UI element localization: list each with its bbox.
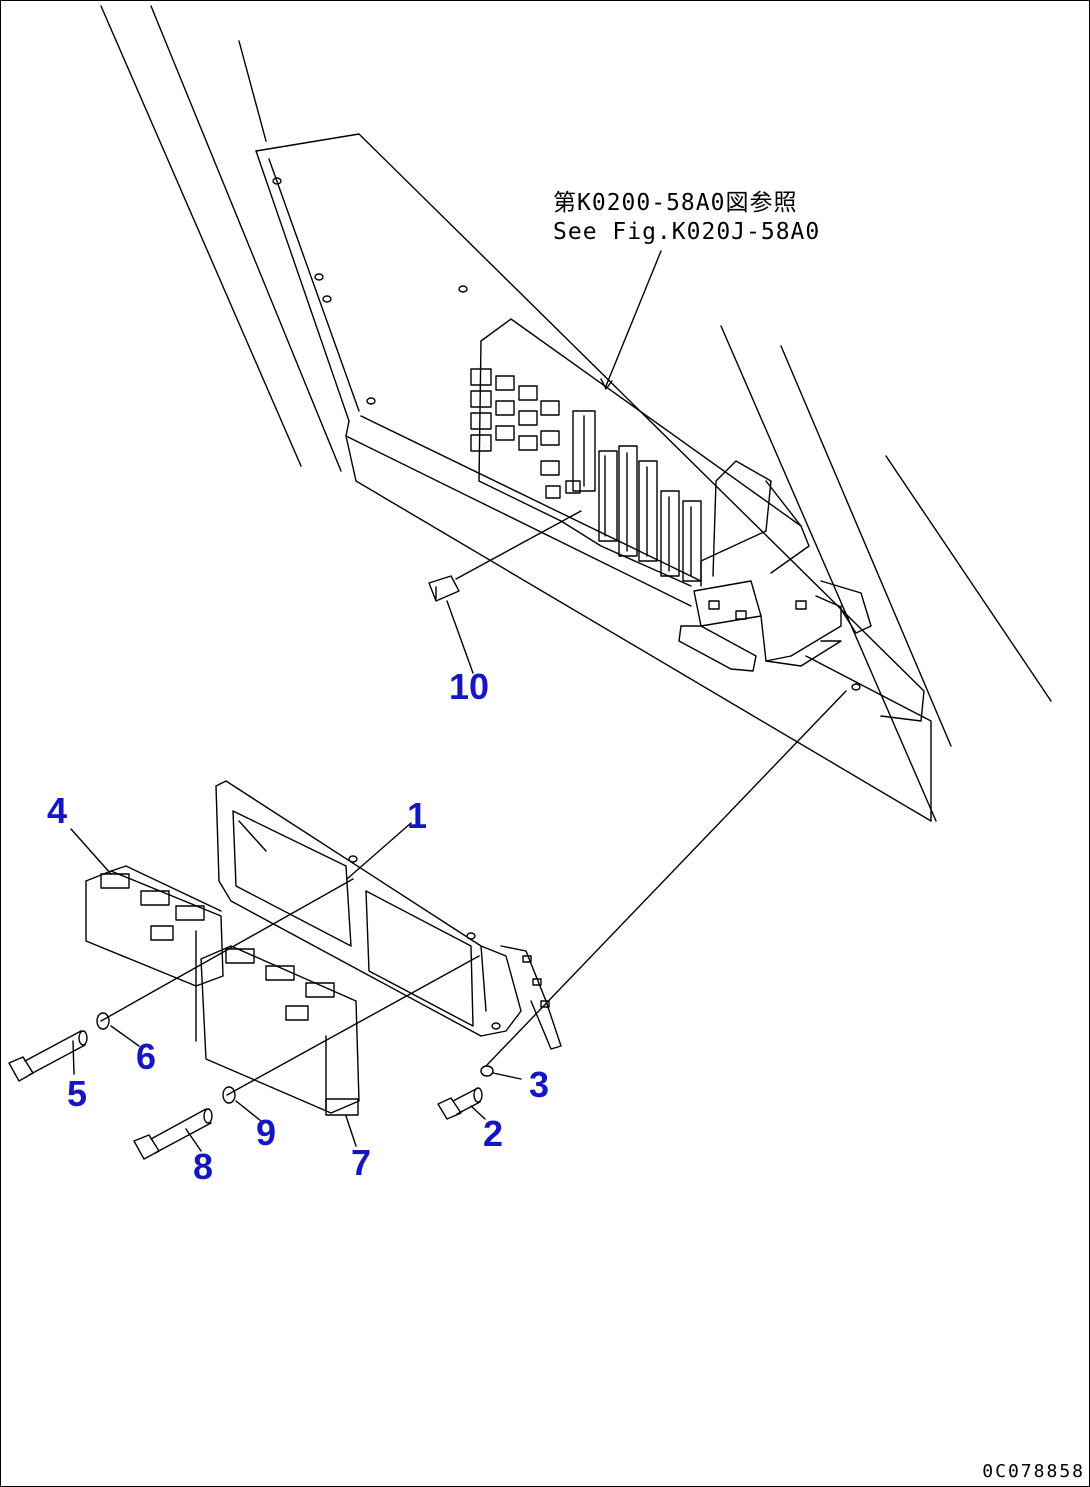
exploded-leader-lines (100, 690, 847, 1096)
callout-leaders (70, 828, 522, 1152)
drawing-id: 0C078858 (982, 1461, 1085, 1482)
callout-5: 5 (67, 1073, 88, 1114)
mounting-frame-part-1 (215, 780, 562, 1050)
callout-2: 2 (483, 1113, 504, 1154)
washer-part-3 (480, 1065, 494, 1077)
bolt-part-2 (437, 1087, 483, 1120)
callout-3: 3 (529, 1064, 550, 1105)
washer-part-9 (222, 1086, 236, 1104)
side-bracket (678, 580, 872, 672)
callout-1: 1 (407, 795, 428, 836)
rear-panel (255, 133, 932, 822)
callout-4: 4 (47, 790, 68, 831)
callout-10: 10 (449, 666, 490, 707)
bolt-part-8 (133, 1108, 213, 1160)
cab-frame-lines (100, 5, 1052, 822)
controller-part-4 (85, 865, 224, 1042)
callout-9: 9 (256, 1112, 277, 1153)
reference-note: 第K0200-58A0図参照 See Fig.K020J-58A0 (553, 189, 820, 247)
controller-part-7 (200, 945, 360, 1116)
connector-part-10 (428, 510, 582, 674)
washer-part-6 (96, 1012, 110, 1030)
callout-8: 8 (193, 1146, 214, 1187)
callout-7: 7 (351, 1142, 372, 1183)
bolt-part-5 (8, 1030, 88, 1082)
reference-arrowhead (600, 378, 613, 390)
reference-leader (605, 250, 662, 387)
reference-note-japanese: 第K0200-58A0図参照 (553, 190, 798, 216)
reference-note-english: See Fig.K020J-58A0 (553, 219, 821, 245)
relay-box-assembly (470, 318, 810, 587)
callout-6: 6 (136, 1036, 157, 1077)
